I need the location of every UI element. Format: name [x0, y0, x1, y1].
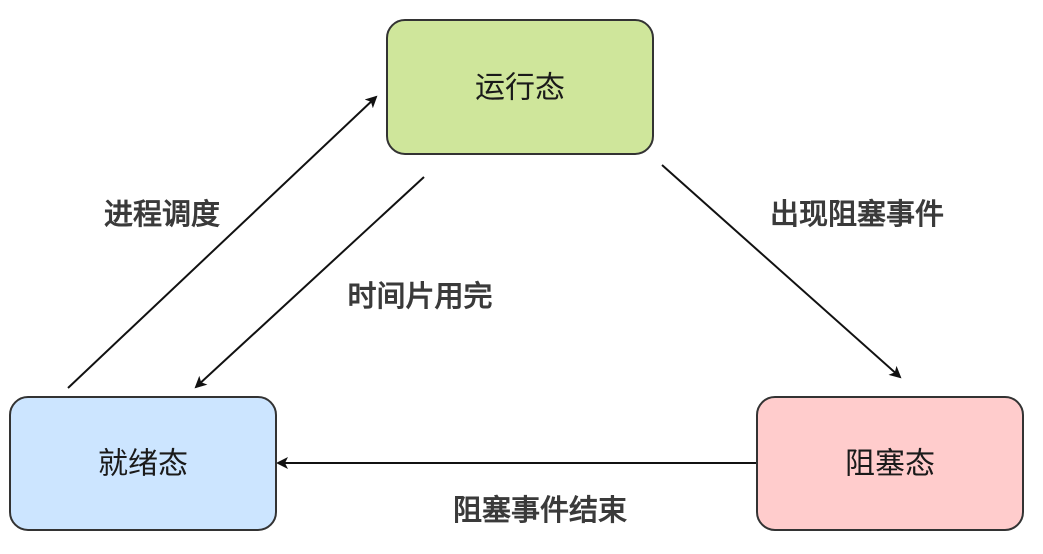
edge-ready-to-running [67, 95, 378, 389]
label-blocked-to-ready: 阻塞事件结束 [453, 493, 627, 527]
label-running-to-blocked: 出现阻塞事件 [770, 197, 944, 231]
state-running-box [386, 19, 654, 155]
state-running-label: 运行态 [475, 71, 565, 106]
state-blocked-box [756, 396, 1024, 531]
label-ready-to-running: 进程调度 [104, 197, 220, 231]
state-blocked-label: 阻塞态 [845, 447, 935, 482]
state-ready-box [9, 396, 277, 531]
edge-running-to-blocked [661, 164, 902, 379]
edge-running-to-ready [194, 176, 425, 389]
state-blocked: 阻塞态 [756, 396, 1024, 531]
state-ready-label: 就绪态 [98, 447, 188, 482]
state-running: 运行态 [386, 19, 654, 155]
label-running-to-ready: 时间片用完 [347, 279, 492, 313]
state-ready: 就绪态 [9, 396, 277, 531]
